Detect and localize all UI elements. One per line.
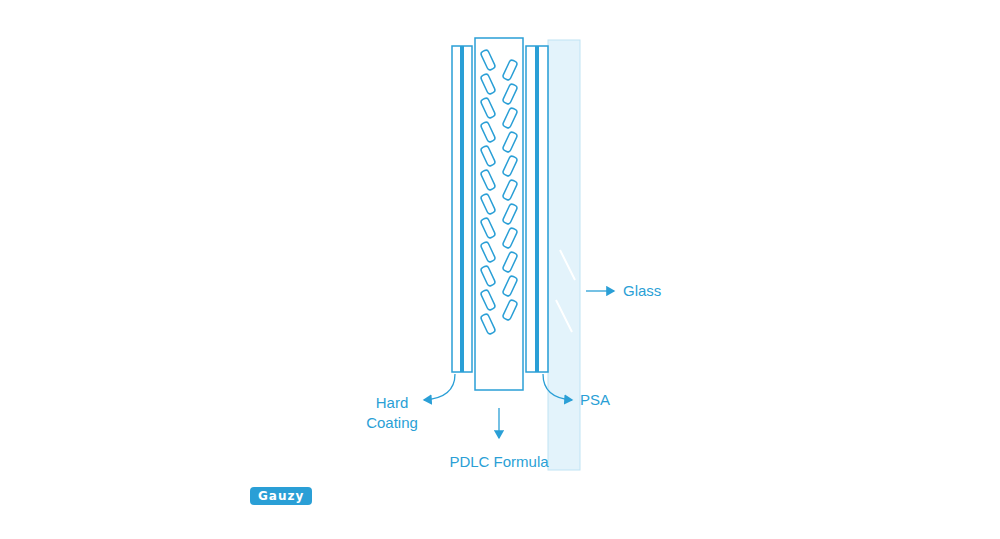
lc-droplet <box>502 275 518 297</box>
lc-droplet <box>502 83 518 105</box>
lc-droplet <box>480 49 496 71</box>
lc-droplet <box>480 145 496 167</box>
lc-droplet <box>480 241 496 263</box>
leader-lines <box>424 291 614 438</box>
part-label: PSA <box>580 390 610 410</box>
lc-droplet <box>502 131 518 153</box>
lc-droplet <box>502 227 518 249</box>
part-label: Glass <box>623 281 661 301</box>
part-label: Hard Coating <box>357 393 427 433</box>
lc-droplet <box>480 193 496 215</box>
lc-droplet <box>502 251 518 273</box>
lc-droplet <box>502 59 518 81</box>
part-label: PDLC Formula <box>449 452 548 472</box>
lc-droplet <box>480 289 496 311</box>
lc-droplet <box>480 265 496 287</box>
glass-pane <box>548 40 580 470</box>
lc-droplet <box>502 179 518 201</box>
glass-glint <box>560 250 575 280</box>
lc-droplet <box>502 299 518 321</box>
brand-logo: Gauzy <box>250 487 312 505</box>
right-layers <box>526 46 548 372</box>
pdlc-layer <box>475 38 523 390</box>
lc-droplet <box>480 73 496 95</box>
lc-droplet <box>502 155 518 177</box>
lc-droplet <box>480 313 496 335</box>
liquid-crystal-droplets <box>480 49 518 335</box>
lc-droplet <box>480 97 496 119</box>
lc-droplet <box>502 203 518 225</box>
glass-glint <box>556 300 572 332</box>
lc-droplet <box>480 169 496 191</box>
lc-droplet <box>502 107 518 129</box>
lc-droplet <box>480 217 496 239</box>
lc-droplet <box>480 121 496 143</box>
left-layers <box>452 46 472 372</box>
